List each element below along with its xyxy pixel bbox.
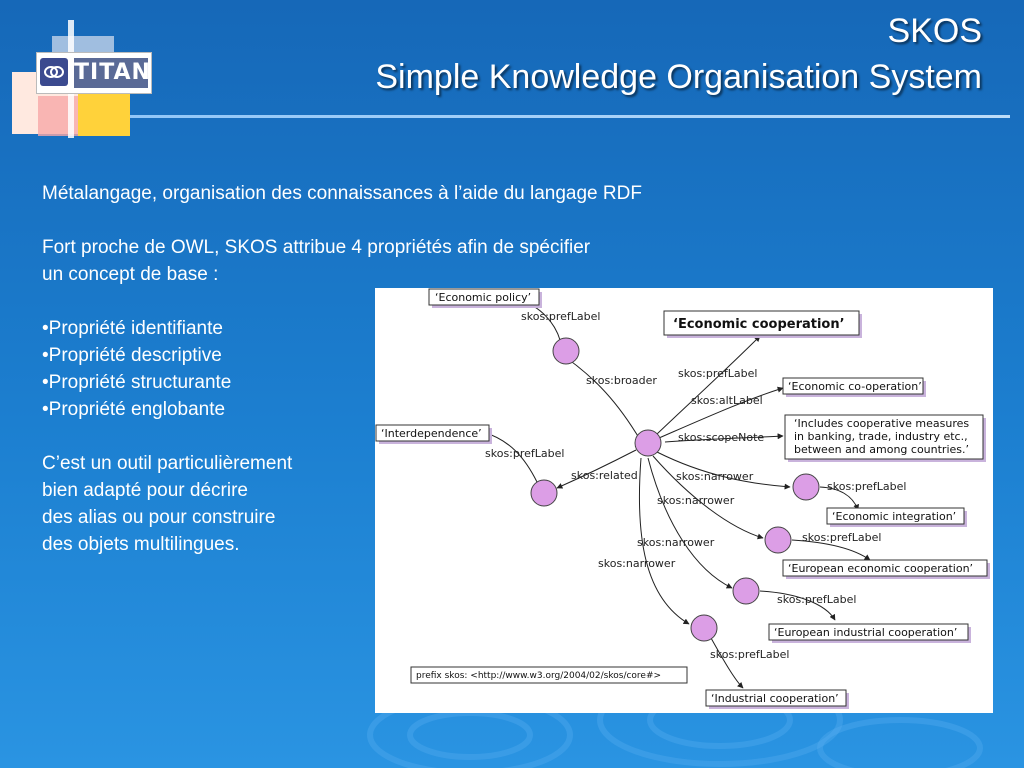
slide-subtitle: Simple Knowledge Organisation System [375, 58, 982, 96]
paragraph-tool-line: des alias ou pour construire [42, 507, 276, 528]
edge-narrower-integration [656, 451, 791, 490]
label-box-economic-integration: ‘Economic integration’ [826, 507, 967, 527]
titan-logo: TITAN [0, 0, 160, 150]
label-box-european-industrial-cooperation: ‘European industrial cooperation’ [768, 623, 971, 643]
edge-label-preflabel: skos:prefLabel [485, 447, 564, 460]
paragraph-tool-line: C’est un outil particulièrement [42, 453, 293, 474]
bullet-item: •Propriété englobante [42, 399, 226, 420]
label-box-economic-cooperation: ‘Economic cooperation’ [663, 310, 862, 338]
edge-label-narrower: skos:narrower [657, 494, 735, 507]
edge-label-narrower: skos:narrower [598, 557, 676, 570]
label-box-industrial-cooperation: ‘Industrial cooperation’ [705, 689, 849, 709]
edge-label-scopenote: skos:scopeNote [678, 431, 764, 444]
edge-preflabel-cooperation [656, 335, 761, 435]
svg-text:‘Economic integration’: ‘Economic integration’ [832, 510, 956, 523]
paragraph-metalanguage: Métalangage, organisation des connaissan… [42, 183, 642, 204]
bullet-item: •Propriété identifiante [42, 318, 223, 339]
edge-label-preflabel: skos:prefLabel [827, 480, 906, 493]
svg-text:‘Economic policy’: ‘Economic policy’ [435, 291, 531, 304]
svg-text:‘Economic cooperation’: ‘Economic cooperation’ [673, 317, 845, 332]
label-box-economic-policy: ‘Economic policy’ [428, 288, 542, 308]
edge-label-narrower: skos:narrower [676, 470, 754, 483]
svg-text:in banking, trade, industry et: in banking, trade, industry etc., [794, 430, 968, 443]
paragraph-owl-line2: un concept de base : [42, 264, 219, 285]
node-economic-integration [792, 473, 820, 501]
edge-narrower-european-economic [652, 455, 764, 540]
edge-preflabel-european-industrial [759, 590, 836, 621]
node-european-economic-cooperation [764, 526, 792, 554]
svg-text:‘Economic co-operation’: ‘Economic co-operation’ [788, 380, 922, 393]
node-interdependence [530, 479, 558, 507]
slide-title: SKOS [887, 12, 982, 50]
paragraph-tool-line: des objets multilingues. [42, 534, 240, 555]
title-divider [130, 115, 1010, 118]
label-box-economic-co-operation: ‘Economic co-operation’ [782, 377, 926, 397]
edge-label-preflabel: skos:prefLabel [802, 531, 881, 544]
edge-narrower-european-industrial [647, 457, 733, 589]
edge-related [556, 449, 637, 489]
node-economic-cooperation [634, 429, 662, 457]
svg-text:between and among countries.’: between and among countries.’ [794, 443, 969, 456]
edge-label-preflabel: skos:prefLabel [521, 310, 600, 323]
edge-label-narrower: skos:narrower [637, 536, 715, 549]
edge-scopenote [664, 433, 784, 443]
edge-preflabel-european-economic [791, 539, 871, 561]
label-box-interdependence: ‘Interdependence’ [375, 424, 492, 444]
label-box-european-economic-cooperation: ‘European economic cooperation’ [782, 559, 990, 579]
label-box-prefix: prefix skos: <http://www.w3.org/2004/02/… [410, 666, 688, 684]
skos-diagram: skos:prefLabel skos:broader skos:prefLab… [375, 288, 993, 713]
edge-narrower-industrial [638, 457, 690, 625]
svg-text:‘Includes cooperative measures: ‘Includes cooperative measures [794, 417, 969, 430]
paragraph-owl-line1: Fort proche de OWL, SKOS attribue 4 prop… [42, 237, 591, 258]
logo-rings-icon [44, 66, 64, 78]
svg-text:‘Interdependence’: ‘Interdependence’ [381, 427, 482, 440]
bullet-item: •Propriété descriptive [42, 345, 222, 366]
label-box-scope-note: ‘Includes cooperative measures in bankin… [784, 414, 986, 462]
logo-text: TITAN [74, 58, 150, 88]
svg-text:prefix skos: <http://www.w3.or: prefix skos: <http://www.w3.org/2004/02/… [416, 671, 661, 681]
node-industrial-cooperation [690, 614, 718, 642]
edge-preflabel-integration [819, 486, 860, 511]
edge-label-preflabel: skos:prefLabel [678, 367, 757, 380]
svg-text:‘Industrial cooperation’: ‘Industrial cooperation’ [711, 692, 839, 705]
edge-label-preflabel: skos:prefLabel [777, 593, 856, 606]
bullet-item: •Propriété structurante [42, 372, 232, 393]
edge-preflabel-industrial [710, 637, 744, 689]
svg-text:‘European industrial cooperati: ‘European industrial cooperation’ [774, 626, 957, 639]
edge-label-altlabel: skos:altLabel [691, 394, 763, 407]
edge-label-broader: skos:broader [586, 374, 657, 387]
edge-label-related: skos:related [571, 469, 638, 482]
slide-body: Métalangage, organisation des connaissan… [42, 180, 782, 558]
edge-altlabel [658, 386, 784, 439]
svg-text:‘European economic cooperation: ‘European economic cooperation’ [788, 562, 973, 575]
paragraph-tool-line: bien adapté pour décrire [42, 480, 248, 501]
node-economic-policy [552, 337, 580, 365]
node-european-industrial-cooperation [732, 577, 760, 605]
edge-label-preflabel: skos:prefLabel [710, 648, 789, 661]
